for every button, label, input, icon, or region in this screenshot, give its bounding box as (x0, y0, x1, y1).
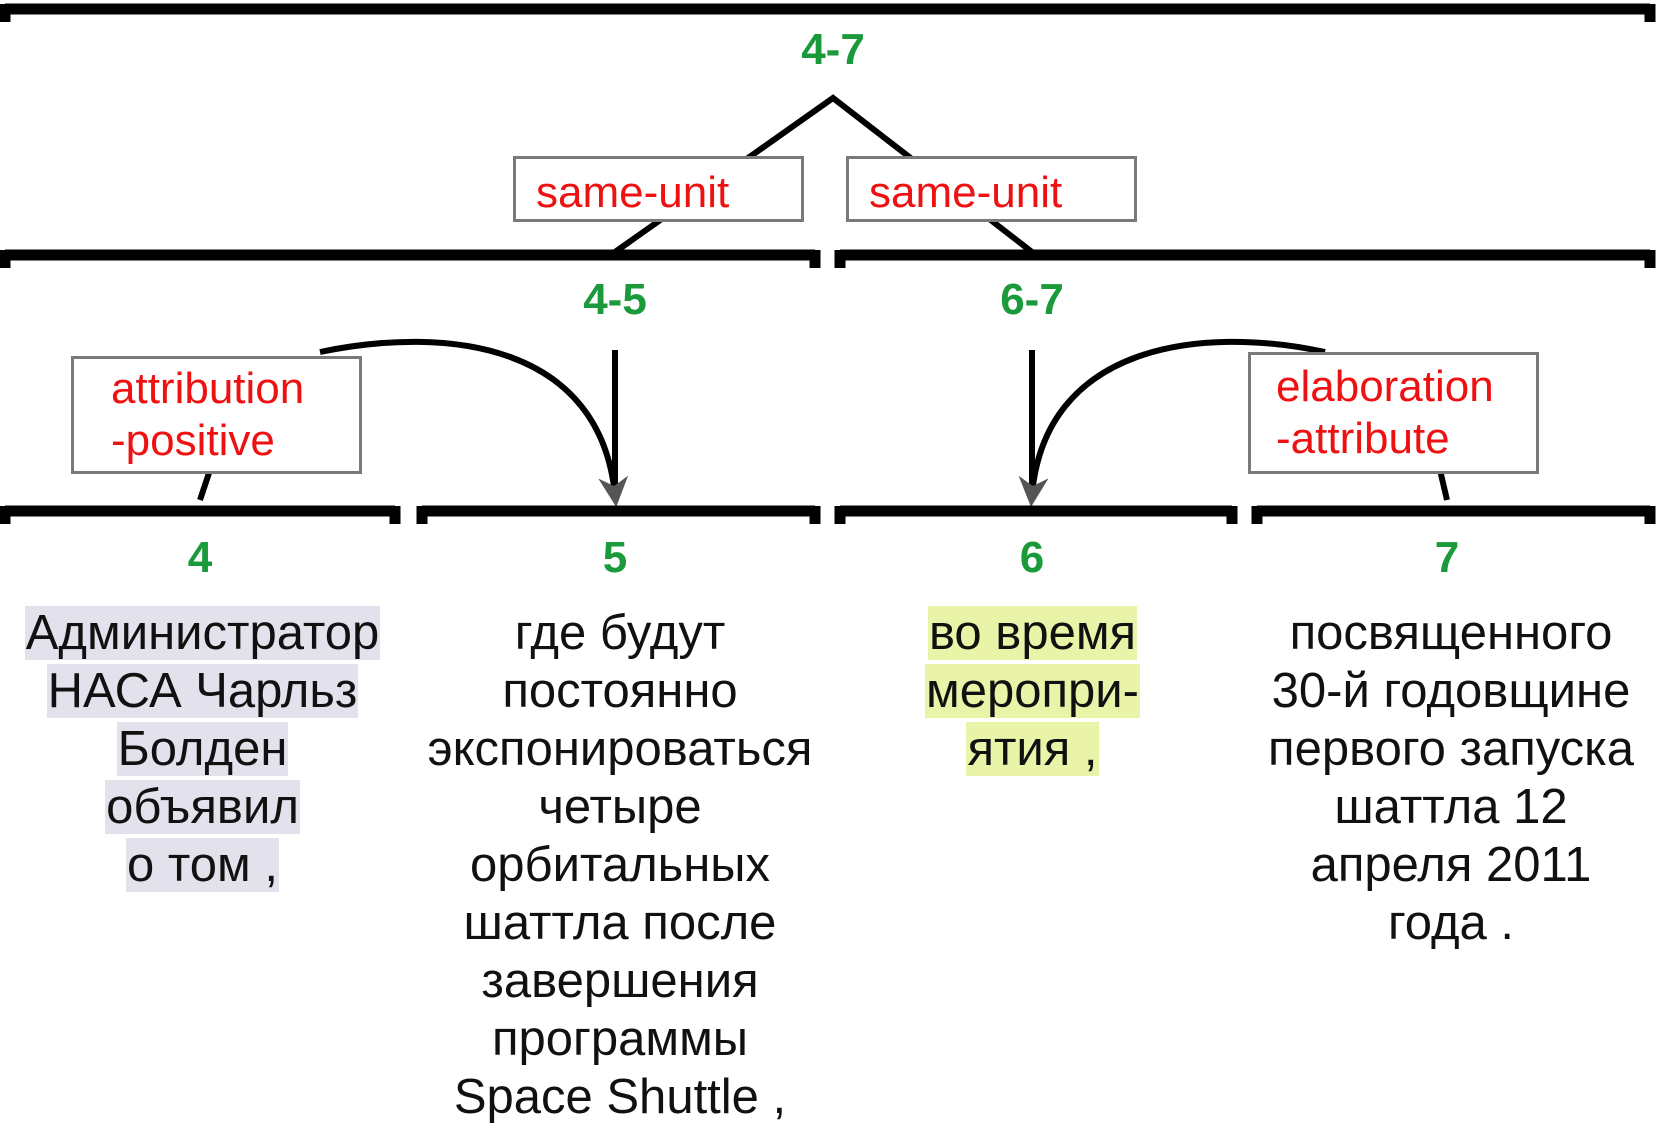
span-bar-4 (0, 505, 401, 524)
span-label-6: 6 (1019, 533, 1045, 582)
relation-label: same-unit (536, 168, 730, 217)
nucleus-links (612, 350, 1035, 500)
edu-6-text: во время меропри- ятия , (835, 604, 1230, 778)
span-label-7: 7 (1434, 533, 1460, 582)
edu-line: экспонироваться (427, 722, 813, 776)
attribution-arc (197, 338, 629, 507)
edu-line: шаттла после (463, 896, 777, 950)
edu-7-text: посвященного 30-й годовщине первого запу… (1245, 604, 1657, 952)
edu-line: завершения (481, 954, 759, 1008)
edu-line: во время (927, 606, 1138, 660)
span-label-4-7: 4-7 (801, 25, 865, 74)
edu-line: Space Shuttle , (453, 1070, 787, 1124)
edu-line: о том , (126, 838, 279, 892)
edu-line: меропри- (925, 664, 1140, 718)
edu-line: НАСА Чарльз (46, 664, 359, 718)
span-label-5: 5 (602, 533, 628, 582)
span-label-6-7: 6-7 (1000, 275, 1064, 324)
span-bar-6 (834, 505, 1238, 524)
span-bar-4-5 (0, 249, 821, 268)
relation-label-line-1: elaboration (1276, 362, 1494, 411)
edu-line: программы (491, 1012, 748, 1066)
edu-line: орбитальных (470, 838, 770, 892)
span-bar-5 (416, 505, 821, 524)
edu-line: посвященного (1289, 606, 1613, 660)
span-label-4-5: 4-5 (583, 275, 647, 324)
edu-line: четыре (538, 780, 702, 834)
edu-line: объявил (105, 780, 300, 834)
elaboration-arc (1018, 338, 1450, 507)
edu-line: где будут (514, 606, 726, 660)
edu-line: Болден (116, 722, 289, 776)
span-bar-4-7 (0, 3, 1656, 22)
relation-label: same-unit (869, 168, 1063, 217)
edu-5-text: где будут постоянно экспонироваться четы… (410, 604, 830, 1126)
relation-same-unit-left: same-unit (513, 156, 804, 222)
relation-label-line-2: -positive (111, 416, 275, 465)
relation-label-line-1: attribution (111, 364, 305, 413)
span-bar-6-7 (834, 249, 1656, 268)
relation-same-unit-right: same-unit (846, 156, 1137, 222)
relation-label-line-2: -attribute (1276, 414, 1450, 463)
edu-line: Администратор (24, 606, 381, 660)
relation-attribution-positive: attribution -positive (71, 356, 362, 474)
span-label-4: 4 (187, 533, 213, 582)
span-bar-7 (1251, 505, 1656, 524)
relation-elaboration-attribute: elaboration -attribute (1248, 352, 1539, 474)
edu-line: апреля 2011 (1310, 838, 1592, 892)
edu-line: шаттла 12 (1334, 780, 1568, 834)
edu-4-text: Администратор НАСА Чарльз Болден объявил… (0, 604, 405, 894)
edu-line: постоянно (502, 664, 738, 718)
edu-line: первого запуска (1268, 722, 1634, 776)
edu-line: ятия , (966, 722, 1099, 776)
edu-line: 30-й годовщине (1271, 664, 1631, 718)
edu-line: года . (1387, 896, 1515, 950)
